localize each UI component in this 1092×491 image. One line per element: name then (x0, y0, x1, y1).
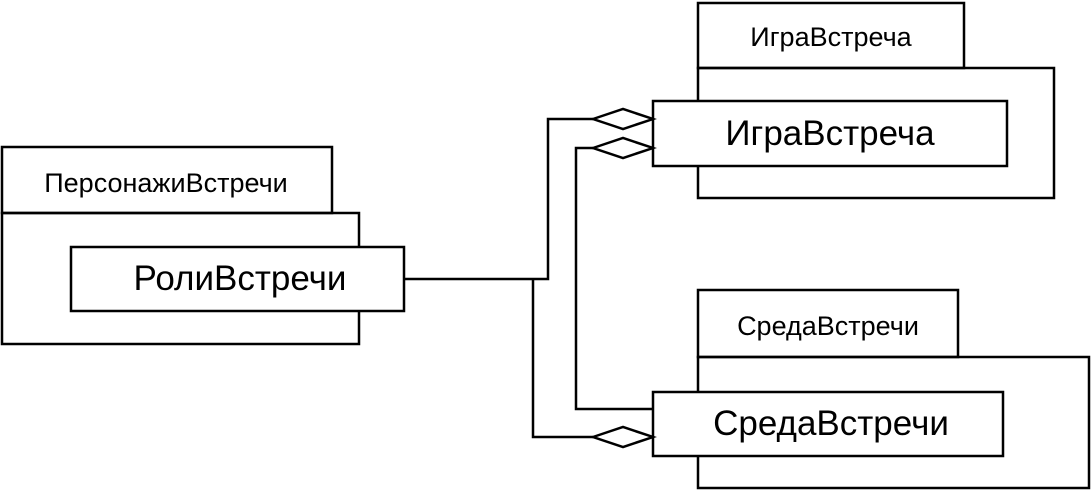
package-environment (651, 288, 1091, 490)
aggregation-diamond-icon (589, 107, 657, 131)
aggregation-diamond-icon (589, 425, 657, 449)
class-roles-name: РолиВстречи (134, 259, 347, 298)
package-environment-name: СредаВстречи (737, 311, 919, 341)
connector-roles-to-environment (531, 279, 593, 439)
package-characters-name: ПерсонажиВстречи (44, 168, 288, 198)
class-environment-box (651, 390, 1005, 458)
package-game-name: ИграВстреча (750, 22, 912, 52)
connector-roles-to-game (404, 117, 593, 281)
class-environment-name: СредаВстречи (713, 404, 949, 443)
aggregation-diamond-icon (589, 136, 657, 160)
package-game (651, 1, 1056, 200)
class-game-box (651, 99, 1009, 168)
package-characters (0, 145, 406, 346)
class-game-name: ИграВстреча (725, 114, 935, 153)
connector-environment-to-game (574, 146, 653, 411)
